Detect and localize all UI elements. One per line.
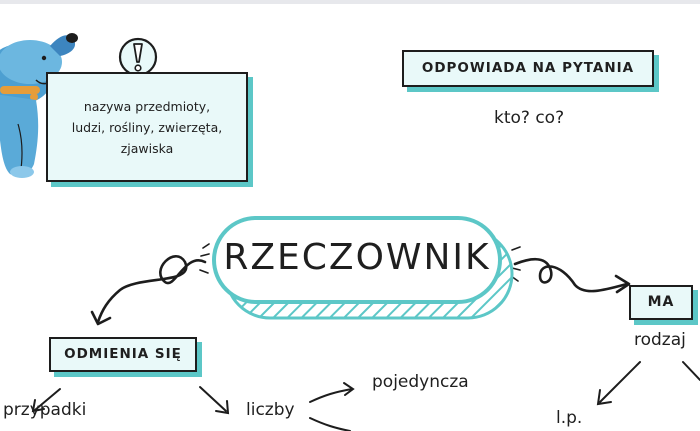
definition-note: nazywa przedmioty, ludzi, rośliny, zwier…	[46, 72, 248, 182]
title-capsule	[212, 216, 514, 320]
questions-box: ODPOWIADA NA PYTANIA	[402, 50, 654, 87]
declension-item-liczby: liczby	[246, 400, 295, 420]
declension-label: ODMIENIA SIĘ	[64, 346, 182, 362]
questions-answer: kto? co?	[494, 108, 565, 128]
declension-item-przypadki: przypadki	[3, 400, 87, 420]
questions-label: ODPOWIADA NA PYTANIA	[421, 60, 635, 76]
exclamation-icon	[118, 37, 158, 77]
dog-mascot-icon	[0, 33, 78, 178]
title: RZECZOWNIK	[223, 237, 491, 278]
note-line-1: nazywa przedmioty,	[83, 99, 211, 114]
has-item-rodzaj: rodzaj	[634, 330, 686, 350]
top-border	[0, 0, 700, 4]
declension-box: ODMIENIA SIĘ	[49, 337, 197, 372]
gender-item-lp: l.p.	[556, 408, 583, 428]
note-line-2: ludzi, rośliny, zwierzęta,	[71, 120, 223, 135]
has-box: MA	[629, 285, 693, 320]
number-item-pojedyncza: pojedyncza	[372, 372, 469, 392]
note-line-3: zjawiska	[120, 141, 174, 156]
has-label: MA	[647, 294, 675, 310]
